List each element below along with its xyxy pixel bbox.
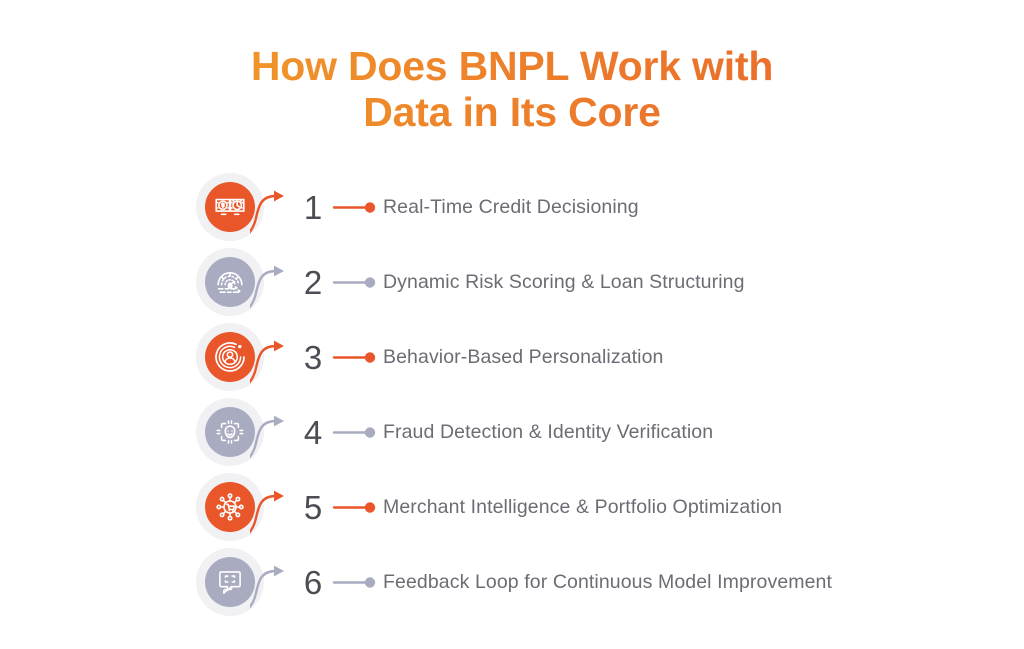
- step-connector-line: [332, 320, 380, 395]
- user-target-icon: [205, 332, 255, 382]
- step-row: 4 Fraud Detection & Identity Verificatio…: [0, 395, 1024, 479]
- step-label: Merchant Intelligence & Portfolio Optimi…: [383, 496, 783, 518]
- step-row: 2 Dynamic Risk Scoring & Loan Structurin…: [0, 245, 1024, 329]
- face-id-scan-icon: [205, 407, 255, 457]
- step-icon-badge: [196, 473, 264, 541]
- step-number: 5: [303, 488, 323, 526]
- step-icon-badge: [196, 248, 264, 316]
- step-label: Fraud Detection & Identity Verification: [383, 421, 714, 443]
- step-connector-line: [332, 245, 380, 320]
- step-label: Real-Time Credit Decisioning: [383, 196, 639, 218]
- step-row: 3 Behavior-Based Personalization: [0, 320, 1024, 404]
- cart-network-icon: [205, 482, 255, 532]
- step-icon-badge: [196, 323, 264, 391]
- step-connector-line: [332, 170, 380, 245]
- step-label: Dynamic Risk Scoring & Loan Structuring: [383, 271, 745, 293]
- money-clock-icon: [205, 182, 255, 232]
- steps-list: 1 Real-Time Credit Decisioning 2: [0, 170, 1024, 629]
- step-connector-line: [332, 395, 380, 470]
- page-title: How Does BNPL Work with Data in Its Core: [0, 43, 1024, 136]
- step-number: 6: [303, 563, 323, 601]
- step-row: 6 Feedback Loop for Continuous Model Imp…: [0, 545, 1024, 629]
- step-number: 1: [303, 188, 323, 226]
- step-row: 5 Merchant Intelligence & Portfolio Opti…: [0, 470, 1024, 554]
- gauge-speedometer-icon: [205, 257, 255, 307]
- step-row: 1 Real-Time Credit Decisioning: [0, 170, 1024, 254]
- step-icon-badge: [196, 398, 264, 466]
- step-icon-badge: [196, 173, 264, 241]
- page-title-line-2: Data in Its Core: [0, 89, 1024, 136]
- step-label: Feedback Loop for Continuous Model Impro…: [383, 571, 833, 593]
- step-number: 2: [303, 263, 323, 301]
- step-label: Behavior-Based Personalization: [383, 346, 664, 368]
- step-number: 4: [303, 413, 323, 451]
- page-title-line-1: How Does BNPL Work with: [0, 43, 1024, 90]
- step-connector-line: [332, 545, 380, 620]
- feedback-loop-chat-icon: [205, 557, 255, 607]
- step-icon-badge: [196, 548, 264, 616]
- step-number: 3: [303, 338, 323, 376]
- step-connector-line: [332, 470, 380, 545]
